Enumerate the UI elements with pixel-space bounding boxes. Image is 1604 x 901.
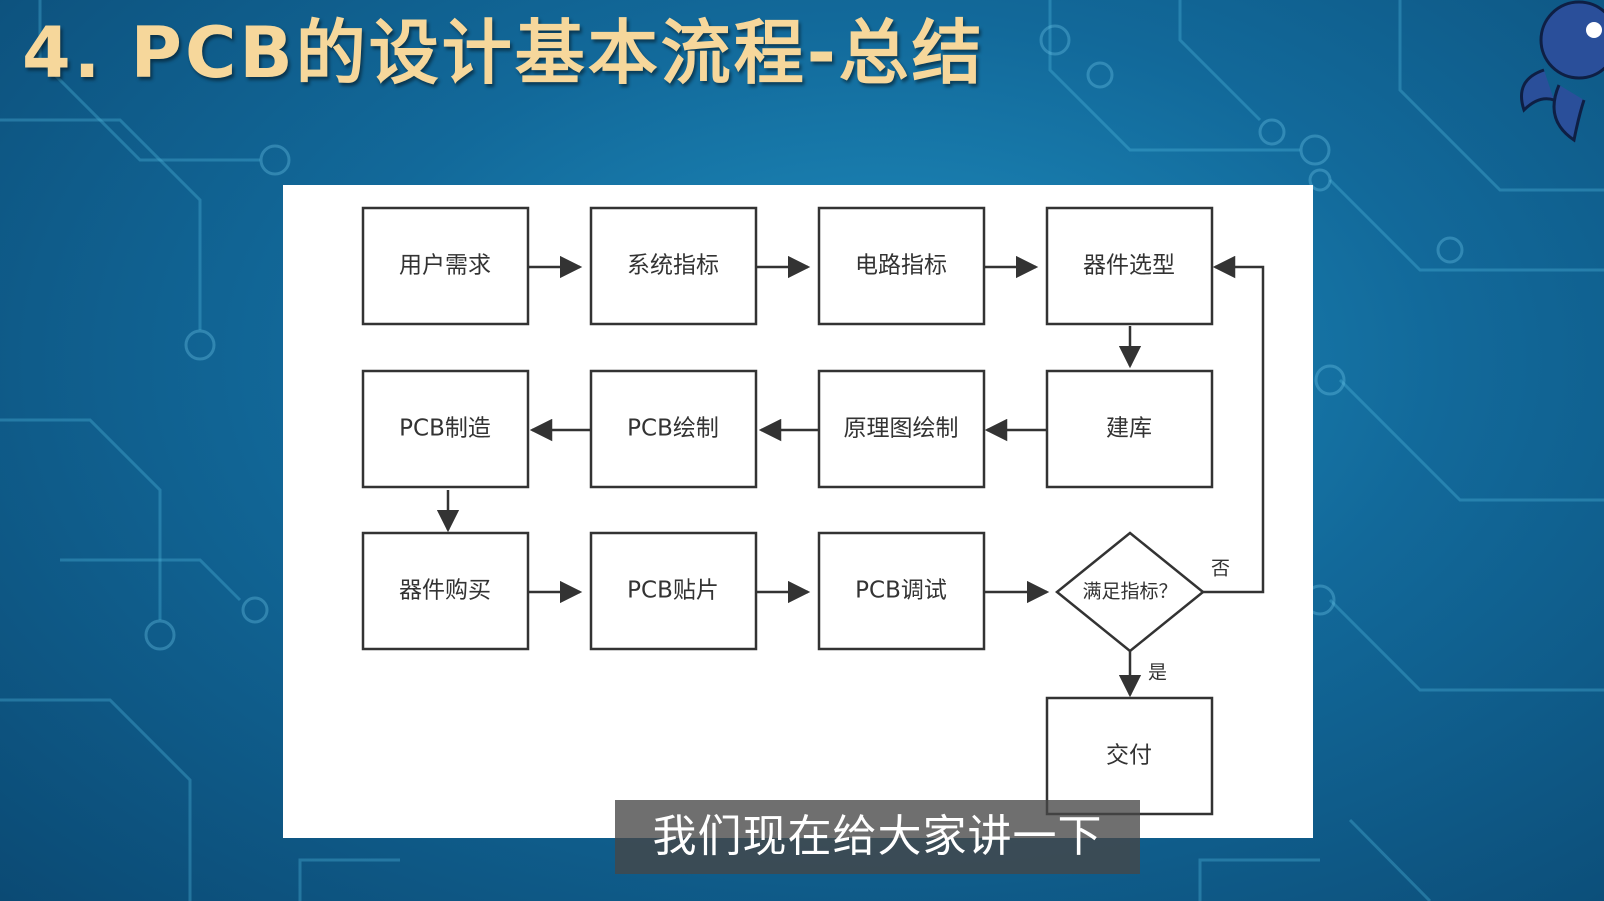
edge-n12-n4 bbox=[1203, 255, 1265, 594]
node-n5: 建库 bbox=[1045, 369, 1214, 489]
node-label-n6: 原理图绘制 bbox=[844, 416, 959, 442]
node-label-n2: 系统指标 bbox=[627, 253, 719, 279]
slide-title: 4. PCB的设计基本流程-总结 bbox=[22, 12, 985, 94]
node-n2: 系统指标 bbox=[589, 206, 758, 326]
node-n9: 器件购买 bbox=[361, 531, 530, 651]
node-n7: PCB绘制 bbox=[589, 369, 758, 489]
node-n10: PCB贴片 bbox=[589, 531, 758, 651]
node-n8: PCB制造 bbox=[361, 369, 530, 489]
edge-label-yes: 是 bbox=[1148, 662, 1167, 684]
node-n3: 电路指标 bbox=[817, 206, 986, 326]
node-label-n4: 器件选型 bbox=[1083, 253, 1175, 279]
node-n6: 原理图绘制 bbox=[817, 369, 986, 489]
node-label-n7: PCB绘制 bbox=[627, 416, 719, 442]
node-label-n9: 器件购买 bbox=[399, 578, 491, 604]
node-n12: 满足指标？ bbox=[1055, 531, 1205, 653]
node-label-n1: 用户需求 bbox=[399, 253, 491, 279]
node-n11: PCB调试 bbox=[817, 531, 986, 651]
node-label-n3: 电路指标 bbox=[855, 253, 947, 279]
octopus-mascot-icon bbox=[1520, 0, 1604, 143]
video-subtitle: 我们现在给大家讲一下 bbox=[615, 800, 1140, 874]
node-label-n10: PCB贴片 bbox=[627, 578, 719, 604]
node-label-n11: PCB调试 bbox=[855, 578, 947, 604]
flowchart: 用户需求 系统指标 电路指标 器件选型 建库 原理图绘制 PCB绘制 bbox=[361, 206, 1265, 816]
node-label-n8: PCB制造 bbox=[399, 416, 491, 442]
node-label-n12: 满足指标？ bbox=[1082, 581, 1177, 603]
node-label-n13: 交付 bbox=[1106, 743, 1152, 769]
edge-label-no: 否 bbox=[1211, 558, 1230, 580]
node-label-n5: 建库 bbox=[1106, 416, 1152, 442]
flowchart-panel: 用户需求 系统指标 电路指标 器件选型 建库 原理图绘制 PCB绘制 bbox=[283, 185, 1313, 838]
node-n1: 用户需求 bbox=[361, 206, 530, 326]
node-n4: 器件选型 bbox=[1045, 206, 1214, 326]
node-n13: 交付 bbox=[1045, 696, 1214, 816]
